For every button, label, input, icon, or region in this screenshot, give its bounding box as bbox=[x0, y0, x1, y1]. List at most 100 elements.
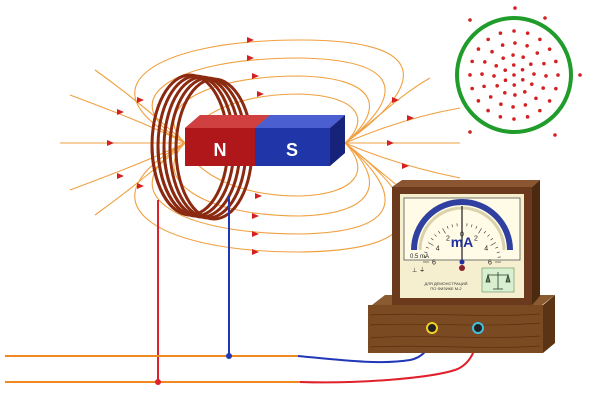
field-dot bbox=[513, 41, 517, 45]
field-dot bbox=[498, 31, 503, 35]
field-dot bbox=[544, 74, 548, 78]
field-line bbox=[173, 142, 370, 217]
scale-tick bbox=[442, 228, 446, 234]
scale-tick bbox=[434, 234, 437, 237]
field-line bbox=[344, 142, 461, 179]
field-dot bbox=[529, 82, 534, 86]
field-arrow bbox=[137, 183, 144, 189]
field-arrow bbox=[137, 97, 144, 103]
field-dot bbox=[468, 130, 472, 134]
field-line bbox=[151, 142, 386, 235]
meter-base bbox=[368, 305, 543, 353]
field-dot bbox=[547, 99, 552, 103]
scale-tick bbox=[490, 238, 494, 241]
scale-tick bbox=[496, 251, 500, 253]
south-label: S bbox=[286, 140, 298, 160]
field-arrow bbox=[387, 140, 394, 146]
field-dot bbox=[513, 93, 517, 97]
bar-magnet: N S bbox=[185, 115, 345, 166]
field-dot bbox=[511, 53, 515, 57]
coil-front-arc bbox=[150, 144, 191, 217]
magnetic-field-lines bbox=[60, 39, 461, 253]
balance-scale-icon bbox=[485, 272, 511, 290]
meter-range: 0.5 mA bbox=[410, 254, 429, 260]
field-dot bbox=[556, 73, 560, 77]
field-dot bbox=[486, 37, 490, 42]
field-arrow bbox=[247, 55, 254, 61]
magnet-end-face bbox=[330, 115, 345, 166]
junction-blue bbox=[226, 353, 232, 359]
field-dot bbox=[468, 73, 472, 77]
field-dot bbox=[482, 84, 486, 89]
field-dot bbox=[534, 96, 538, 101]
field-dot bbox=[501, 56, 505, 60]
field-dot bbox=[525, 31, 530, 35]
junction-red bbox=[155, 379, 161, 385]
north-label: N bbox=[214, 140, 227, 160]
meter-case-side bbox=[532, 180, 540, 305]
field-arrow bbox=[107, 140, 114, 146]
field-dot bbox=[520, 77, 525, 82]
field-dot bbox=[512, 73, 516, 77]
field-dot bbox=[470, 86, 474, 91]
terminal-right[interactable] bbox=[472, 322, 484, 334]
field-line bbox=[344, 107, 461, 144]
field-dot bbox=[512, 117, 516, 121]
north-pole bbox=[185, 128, 255, 166]
terminal-left[interactable] bbox=[426, 322, 438, 334]
field-dot bbox=[476, 99, 481, 103]
field-dot bbox=[578, 73, 582, 77]
scale-label: 2 bbox=[474, 235, 478, 242]
field-dot bbox=[535, 51, 540, 55]
field-dot bbox=[554, 86, 558, 91]
field-dot bbox=[525, 44, 529, 48]
field-dot bbox=[476, 47, 481, 51]
scale-tick bbox=[425, 246, 429, 249]
field-dot bbox=[492, 74, 496, 78]
field-dots bbox=[468, 6, 582, 137]
field-arrow bbox=[407, 115, 414, 121]
field-line bbox=[151, 57, 386, 144]
field-dot bbox=[521, 55, 525, 60]
field-dot bbox=[538, 108, 542, 113]
maker-logo bbox=[459, 265, 465, 271]
scale-tick bbox=[471, 224, 473, 228]
scale-tick bbox=[430, 238, 434, 241]
field-dot bbox=[543, 16, 547, 20]
meter-symbol: ⊥ ⏚ bbox=[412, 267, 425, 274]
field-dot bbox=[483, 60, 487, 64]
galvanometer: 6420246 mA 0.5 mA ⊥ ⏚ ДЛЯ ДЕМОНСТРАЦИЙ П… bbox=[368, 180, 555, 353]
field-line bbox=[134, 39, 404, 144]
scale-tick bbox=[424, 251, 428, 253]
field-dot bbox=[541, 86, 545, 90]
south-pole bbox=[255, 128, 330, 166]
field-dot bbox=[495, 84, 499, 88]
field-arrow bbox=[117, 109, 124, 115]
scale-label: 2 bbox=[446, 235, 450, 242]
coil-front-arc bbox=[162, 146, 203, 219]
scale-tick bbox=[483, 230, 486, 234]
field-dot bbox=[503, 68, 508, 73]
scale-label: 4 bbox=[436, 246, 440, 253]
meter-unit: mA bbox=[451, 234, 474, 250]
field-dot bbox=[480, 72, 484, 76]
field-dot bbox=[512, 29, 516, 33]
meter-case-top bbox=[392, 180, 540, 187]
field-dot bbox=[532, 72, 536, 76]
field-line bbox=[69, 142, 186, 191]
field-dot bbox=[512, 83, 517, 87]
field-dot bbox=[499, 102, 503, 106]
scale-tick bbox=[428, 242, 434, 246]
scale-tick bbox=[495, 246, 499, 249]
magnet-north-top bbox=[185, 115, 270, 128]
meter-small-text-2: ПО ФИЗИКЕ М-2 bbox=[430, 286, 462, 291]
field-dot bbox=[511, 105, 515, 109]
scale-arc bbox=[411, 199, 513, 251]
needle-pivot bbox=[459, 259, 465, 265]
field-arrow bbox=[257, 91, 264, 97]
wood-grain bbox=[369, 313, 541, 348]
field-dot bbox=[529, 62, 533, 66]
magnet-south-top bbox=[255, 115, 345, 128]
